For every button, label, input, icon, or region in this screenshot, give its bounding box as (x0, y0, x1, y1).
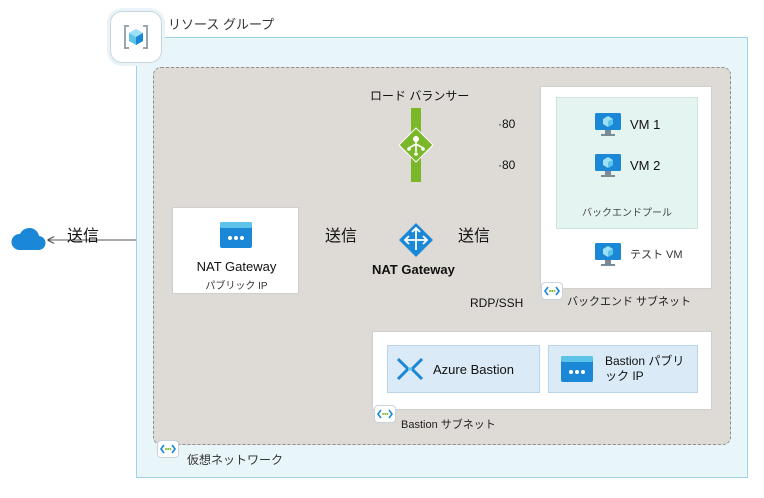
nat-gateway-node[interactable] (398, 222, 434, 263)
public-ip-icon (220, 222, 252, 248)
azure-bastion-icon (396, 357, 424, 381)
backend-pool-label: バックエンドプール (582, 208, 672, 219)
public-ip-icon (561, 356, 593, 382)
backend-subnet-icon (541, 282, 563, 300)
load-balancer-icon (398, 108, 434, 182)
load-balancer-label: ロード バランサー (370, 89, 470, 103)
virtual-machine-icon (595, 113, 621, 136)
vm2-node[interactable]: VM 2 (594, 151, 660, 179)
backend-pool-container (556, 97, 698, 229)
bastion-subnet-icon (374, 405, 396, 423)
backend-subnet-label: バックエンド サブネット (567, 296, 692, 308)
internet-send-label: 送信 (67, 228, 100, 245)
backend-send-label: 送信 (458, 228, 491, 245)
rdp-ssh-label: RDP/SSH (469, 296, 525, 310)
nat-gateway-icon (399, 223, 433, 257)
vm2-label: VM 2 (630, 157, 661, 173)
internet-cloud-icon (11, 227, 46, 251)
resource-group-icon (110, 11, 162, 63)
nat-gateway-label: NAT Gateway (372, 262, 455, 277)
azure-bastion-label: Azure Bastion (433, 361, 514, 377)
virtual-network-label: 仮想ネットワーク (187, 453, 284, 467)
nat-public-ip-subtitle: パブリック IP (205, 281, 268, 292)
vm1-node[interactable]: VM 1 (594, 110, 660, 138)
vnet-icon (157, 440, 179, 458)
test-vm-label: テスト VM (630, 249, 683, 261)
nat-send-label: 送信 (325, 228, 358, 245)
nat-public-ip-title: NAT Gateway (196, 259, 277, 274)
bastion-public-ip-node[interactable]: Bastion パブリック IP (548, 345, 698, 393)
azure-bastion-node[interactable]: Azure Bastion (387, 345, 540, 393)
test-vm-node[interactable]: テスト VM (594, 240, 683, 268)
virtual-machine-icon (595, 243, 621, 266)
nat-public-ip-node[interactable]: NAT Gateway パブリック IP (172, 207, 299, 294)
vm1-label: VM 1 (630, 116, 661, 132)
bastion-subnet-label: Bastion サブネット (401, 419, 496, 431)
vm2-port-label: ·80 (498, 158, 516, 172)
resource-group-label: リソース グループ (168, 17, 275, 32)
load-balancer-node[interactable] (398, 108, 434, 187)
vm1-port-label: ·80 (498, 117, 516, 131)
bastion-public-ip-label: Bastion パブリック IP (605, 354, 685, 383)
virtual-machine-icon (595, 154, 621, 177)
